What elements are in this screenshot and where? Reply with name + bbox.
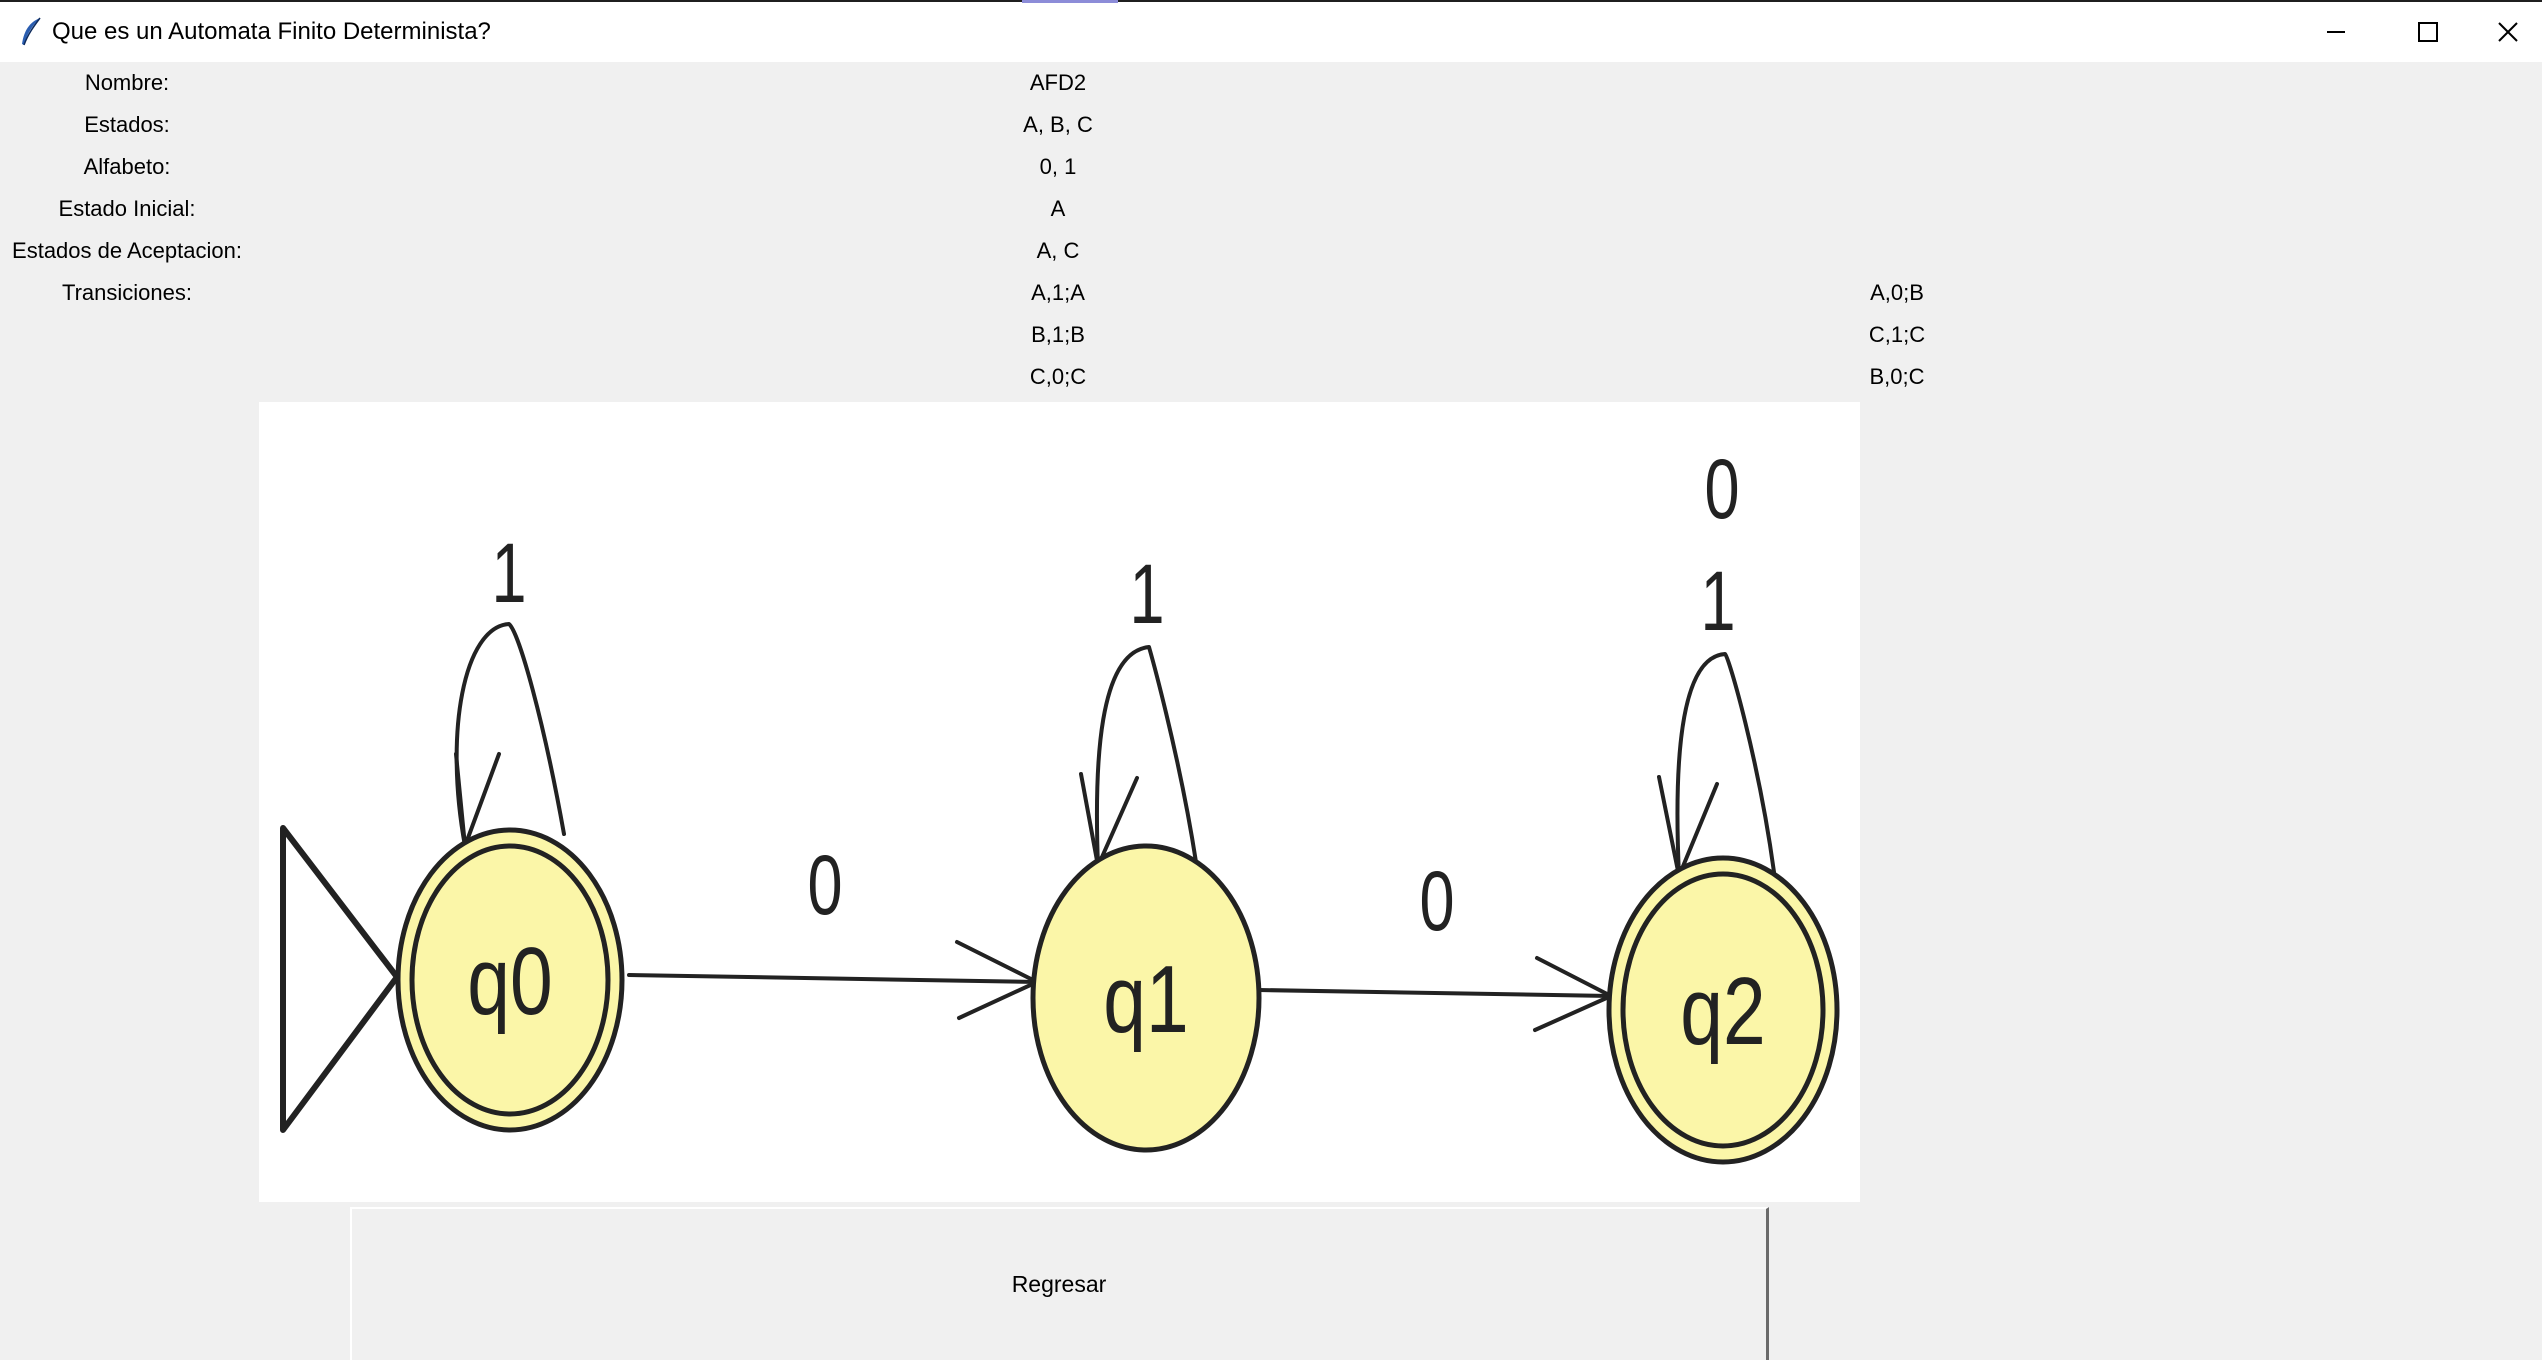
loop-label-q2-bottom: 1 bbox=[1700, 554, 1735, 648]
title-bar: Que es un Automata Finito Determinista? bbox=[0, 0, 2542, 62]
state-q1 bbox=[1030, 843, 1262, 1153]
transition-value: B,0;C bbox=[1869, 364, 1925, 389]
state-q2 bbox=[1606, 855, 1840, 1165]
title-bar-accent bbox=[1022, 0, 1118, 3]
close-icon bbox=[2498, 22, 2518, 42]
nombre-value: AFD2 bbox=[1029, 70, 1087, 95]
estado-inicial-value: A bbox=[1050, 196, 1066, 221]
estados-aceptacion-value: A, C bbox=[1036, 238, 1080, 263]
transition-value: B,1;B bbox=[1031, 322, 1085, 347]
transition-value: A,0;B bbox=[1870, 280, 1924, 305]
transition-value: C,1;C bbox=[1868, 322, 1926, 347]
estado-inicial-label: Estado Inicial: bbox=[58, 196, 196, 221]
transition-value: C,0;C bbox=[1029, 364, 1087, 389]
window-title: Que es un Automata Finito Determinista? bbox=[52, 18, 491, 45]
transiciones-label: Transiciones: bbox=[61, 280, 192, 305]
minimize-icon bbox=[2327, 31, 2345, 33]
estados-aceptacion-label: Estados de Aceptacion: bbox=[12, 238, 242, 263]
edge-q0-q1 bbox=[627, 973, 1039, 984]
estados-label: Estados: bbox=[84, 112, 170, 137]
edge-q1-q2 bbox=[1257, 988, 1613, 998]
maximize-button[interactable] bbox=[2382, 2, 2474, 62]
start-arrow bbox=[280, 825, 400, 1133]
back-button[interactable]: Regresar bbox=[350, 1207, 1769, 1360]
estados-value: A, B, C bbox=[1023, 112, 1093, 137]
transition-value: A,1;A bbox=[1031, 280, 1085, 305]
alfabeto-label: Alfabeto: bbox=[83, 154, 171, 179]
loop-label-q1: 1 bbox=[1129, 547, 1164, 641]
loop-label-q2-top: 0 bbox=[1704, 442, 1739, 536]
edge-label-q0-q1: 0 bbox=[807, 838, 842, 932]
loop-label-q0: 1 bbox=[491, 526, 526, 620]
alfabeto-value: 0, 1 bbox=[1039, 154, 1077, 179]
state-q0 bbox=[395, 827, 625, 1133]
maximize-icon bbox=[2418, 22, 2438, 42]
close-button[interactable] bbox=[2474, 2, 2542, 62]
state-label-q0: q0 bbox=[467, 928, 552, 1035]
automaton-diagram: q0 q1 q2 1 1 0 1 0 0 bbox=[259, 402, 1860, 1202]
loop-q2 bbox=[1675, 652, 1776, 878]
nombre-label: Nombre: bbox=[84, 70, 170, 95]
loop-q0 bbox=[454, 622, 566, 848]
loop-q1 bbox=[1094, 645, 1198, 868]
minimize-button[interactable] bbox=[2290, 2, 2382, 62]
feather-icon bbox=[18, 16, 44, 48]
state-label-q2: q2 bbox=[1680, 958, 1765, 1065]
edge-label-q1-q2: 0 bbox=[1419, 854, 1454, 948]
state-label-q1: q1 bbox=[1103, 946, 1188, 1053]
